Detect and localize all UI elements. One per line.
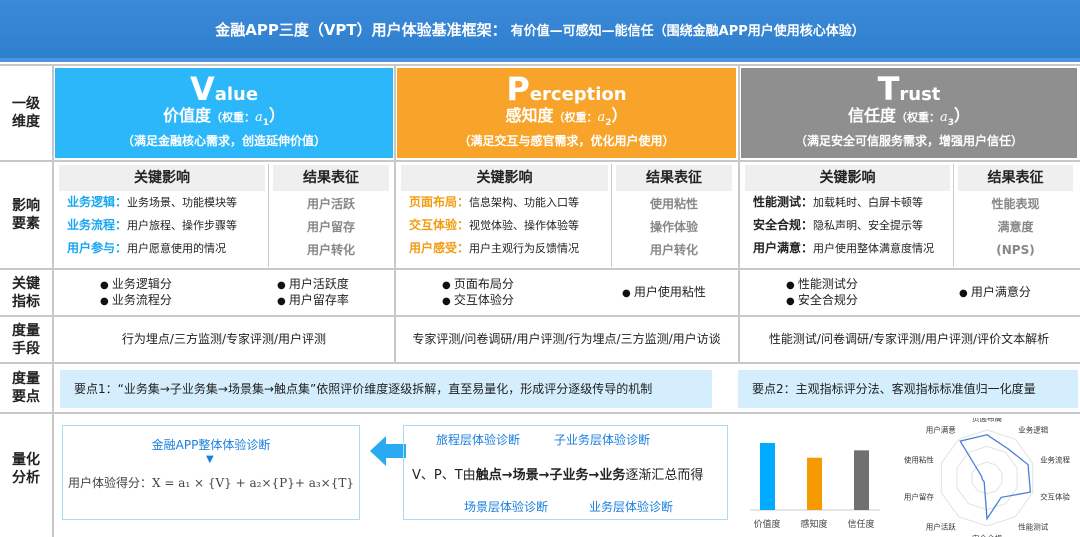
dimension-bar-chart: 价值度 感知度 信任度 — [750, 443, 880, 530]
title-sub: 有价值—可感知—能信任（围绕金融APP用户使用核心体验） — [510, 23, 865, 39]
indicator-list: 业务逻辑分业务流程分 — [100, 277, 172, 309]
row-label-keypoints: 度量 要点 — [12, 371, 40, 405]
indicator-list: 用户满意分 — [959, 285, 1031, 301]
indicator-list: 用户使用粘性 — [622, 285, 706, 301]
indicator-list: 页面布局分交互体验分 — [442, 277, 514, 309]
influence-item: 页面布局：信息架构、功能入口等 — [409, 195, 580, 209]
influence-item: 用户感受：用户主观行为反馈情况 — [409, 241, 580, 255]
radar-grid-ring — [940, 429, 1034, 527]
row-label-analysis: 量化 分析 — [12, 452, 40, 486]
result-item: 操作体验 — [649, 220, 698, 234]
key-point-2: 要点2：主观指标评分法、客观指标标准值归一化度量 — [738, 370, 1078, 408]
result-item: (NPS) — [996, 243, 1035, 257]
radar-grid-ring — [971, 461, 1003, 495]
page-title: 金融APP三度（VPT）用户体验基准框架：有价值—可感知—能信任（围绕金融APP… — [0, 0, 1080, 62]
row-label-factors: 影响 要素 — [12, 198, 40, 232]
radar-axis-label: 业务逻辑 — [1018, 424, 1048, 434]
indicator-item: 页面布局分 — [442, 277, 514, 291]
bar-label: 感知度 — [800, 518, 827, 530]
subbusiness-diagnosis-label: 子业务层体验诊断 — [554, 433, 651, 447]
result-header: 结果表征 — [958, 165, 1073, 191]
influence-item: 交互体验：视觉体验、操作体验等 — [409, 218, 580, 232]
factor-radar-chart: 页面布局业务逻辑业务流程交互体验性能测试安全合规 用户活跃 用户留存 使用粘性 用户满意 — [904, 418, 1071, 537]
arrow-left-icon — [370, 436, 406, 466]
radar-axis-label: 性能测试 — [1018, 522, 1048, 532]
influence-header: 关键影响 — [745, 165, 950, 191]
result-item: 用户留存 — [306, 220, 355, 234]
arrow-down-icon: ▼ — [206, 454, 214, 465]
influence-item: 用户参与：用户愿意使用的情况 — [67, 241, 227, 255]
dimension-trust: Trust 信任度（权重：a3） （满足安全可信服务需求，增强用户信任） — [741, 68, 1077, 158]
influence-item: 安全合规：隐私声明、安全提示等 — [753, 218, 924, 232]
methods-perception: 专家评测/问卷调研/用户评测/行为埋点/三方监测/用户访谈 — [412, 332, 721, 346]
radar-axis-label: 用户活跃 — [926, 522, 956, 532]
indicator-item: 业务逻辑分 — [100, 277, 172, 291]
radar-axis-label: 使用粘性 — [904, 454, 934, 464]
row-label-indicators: 关键 指标 — [12, 275, 40, 310]
bar-感知度 — [807, 457, 822, 510]
overall-diagnosis-box: 金融APP整体体验诊断 ▼ 用户体验得分：X = a₁ × {V} + a₂×{… — [62, 425, 360, 520]
bar-价值度 — [760, 443, 775, 510]
row-label-level1: 一级 维度 — [12, 96, 40, 130]
key-point-1: 要点1：“业务集→子业务集→场景集→触点集”依照评价维度逐级拆解，直至易量化，形… — [60, 370, 712, 408]
indicator-item: 用户满意分 — [959, 285, 1031, 299]
radar-axis-label: 安全合规 — [972, 533, 1002, 537]
radar-axis-label: 页面布局 — [972, 418, 1002, 423]
influence-item: 业务流程：用户旅程、操作步骤等 — [67, 218, 238, 232]
indicator-item: 用户留存率 — [277, 293, 349, 307]
radar-axis-label: 业务流程 — [1040, 454, 1070, 464]
influence-header: 关键影响 — [401, 165, 608, 191]
result-item: 性能表现 — [991, 197, 1040, 211]
indicator-item: 安全合规分 — [786, 293, 858, 307]
radar-grid-ring — [956, 445, 1018, 511]
result-item: 用户转化 — [306, 243, 355, 257]
result-header: 结果表征 — [616, 165, 732, 191]
bar-label: 价值度 — [753, 518, 780, 530]
radar-axis-label: 用户留存 — [904, 492, 934, 502]
radar-axis-label: 交互体验 — [1040, 492, 1070, 502]
bar-label: 信任度 — [847, 518, 874, 530]
score-formula: 用户体验得分：X = a₁ × {V} + a₂×{P}+ a₃×{T} — [67, 476, 355, 490]
scene-diagnosis-label: 场景层体验诊断 — [464, 500, 549, 514]
indicator-list: 性能测试分安全合规分 — [786, 277, 858, 309]
indicator-item: 性能测试分 — [786, 277, 858, 291]
result-header: 结果表征 — [273, 165, 389, 191]
title-main: 金融APP三度（VPT）用户体验基准框架： — [215, 20, 507, 39]
influence-item: 用户满意：用户使用整体满意度情况 — [753, 241, 935, 255]
row-label-methods: 度量 手段 — [12, 322, 40, 357]
overall-diagnosis-label: 金融APP整体体验诊断 — [151, 438, 271, 452]
indicator-item: 用户使用粘性 — [622, 285, 706, 299]
radar-series — [959, 434, 1032, 521]
result-item: 用户活跃 — [306, 197, 355, 211]
indicator-list: 用户活跃度用户留存率 — [277, 277, 349, 309]
dimension-value: Value 价值度（权重：a1） （满足金融核心需求，创造延伸价值） — [55, 68, 393, 158]
indicator-item: 交互体验分 — [442, 293, 514, 307]
indicator-item: 用户活跃度 — [277, 277, 349, 291]
result-item: 用户转化 — [649, 243, 698, 257]
result-item: 使用粘性 — [649, 197, 698, 211]
indicator-item: 业务流程分 — [100, 293, 172, 307]
methods-trust: 性能测试/问卷调研/专家评测/用户评测/评价文本解析 — [768, 332, 1050, 346]
methods-value: 行为埋点/三方监测/专家评测/用户评测 — [121, 332, 327, 346]
business-diagnosis-label: 业务层体验诊断 — [589, 500, 674, 514]
influence-header: 关键影响 — [59, 165, 265, 191]
aggregation-flow: V、P、T由触点→场景→子业务→业务逐渐汇总而得 — [412, 468, 704, 483]
dimension-perception: Perception 感知度（权重：a2） （满足交互与感官需求，优化用户使用） — [397, 68, 736, 158]
journey-diagnosis-label: 旅程层体验诊断 — [436, 433, 521, 447]
result-item: 满意度 — [997, 220, 1034, 234]
influence-item: 性能测试：加载耗时、白屏卡顿等 — [753, 195, 924, 209]
hierarchy-diagnosis-box: 旅程层体验诊断 子业务层体验诊断 V、P、T由触点→场景→子业务→业务逐渐汇总而… — [403, 425, 728, 520]
radar-axis-label: 用户满意 — [926, 424, 956, 434]
influence-item: 业务逻辑：业务场景、功能模块等 — [67, 195, 238, 209]
bar-信任度 — [854, 450, 869, 510]
